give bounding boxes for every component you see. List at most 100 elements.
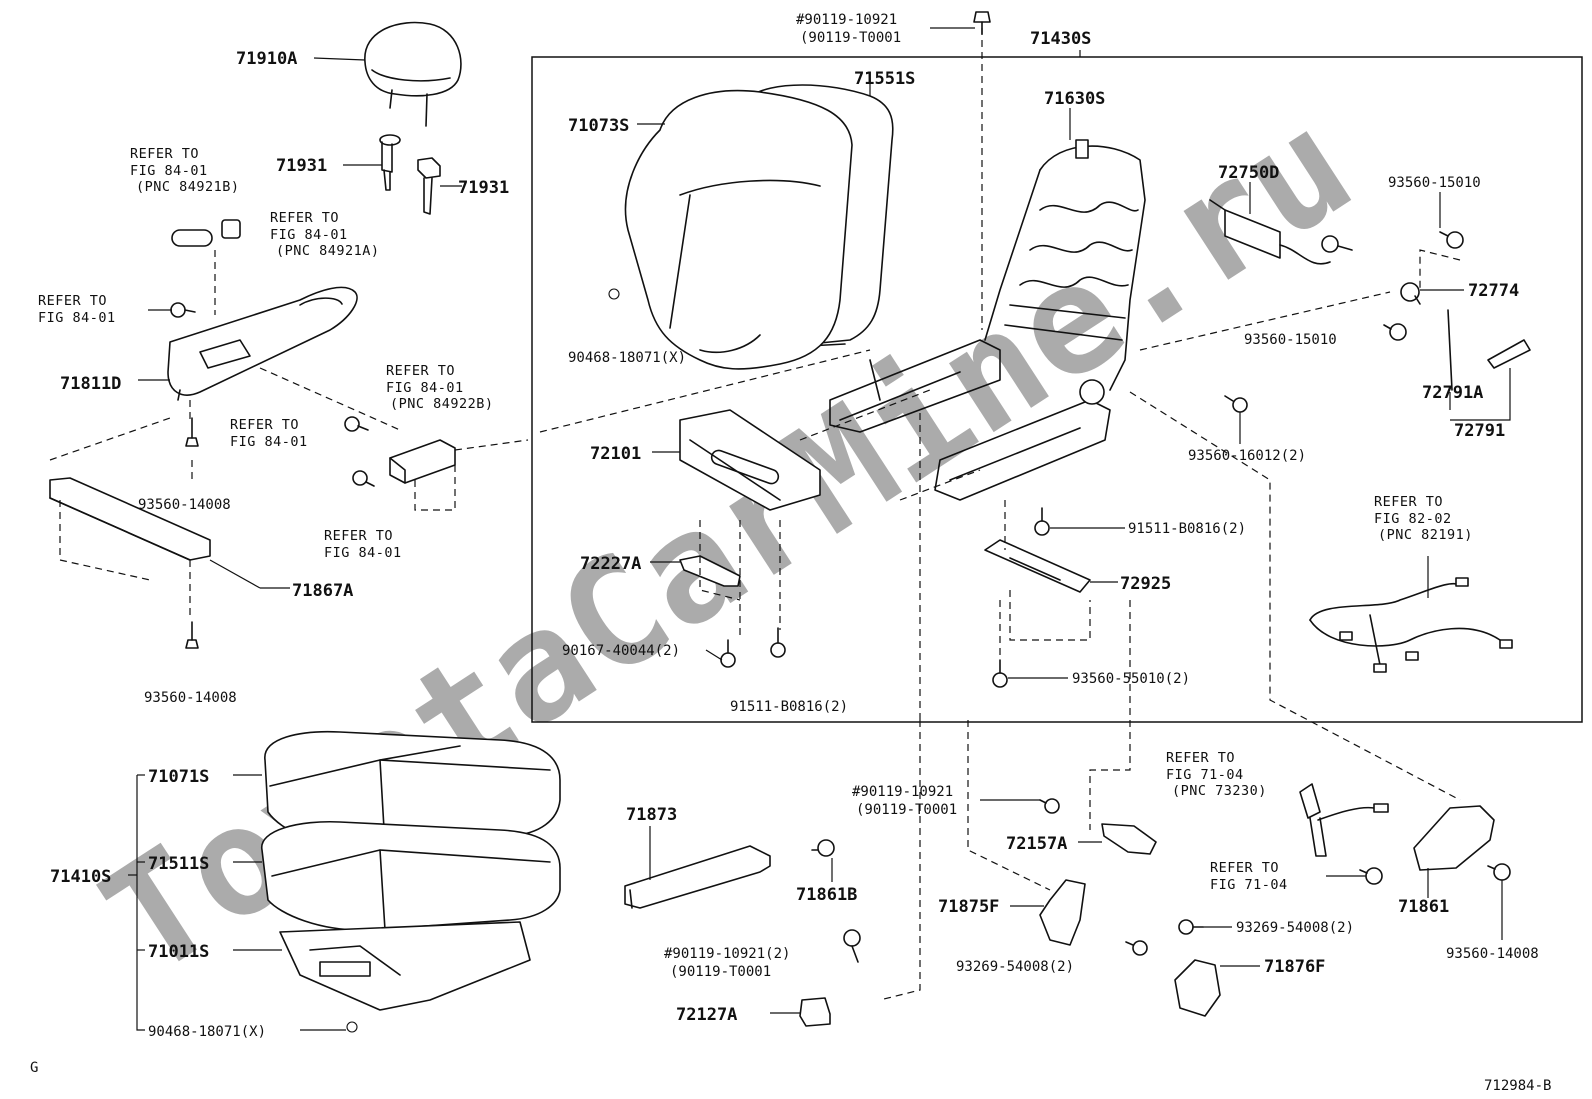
refer-84922B-line1: REFER TO xyxy=(386,363,455,379)
bolt-90119-bot xyxy=(843,929,861,963)
label-71551S: 71551S xyxy=(854,69,915,89)
refer-84-01-c-line1: REFER TO xyxy=(324,528,393,544)
screw-93269-a xyxy=(1125,940,1148,956)
refer-84-01-b-line1: REFER TO xyxy=(230,417,299,433)
side-shield-71811D xyxy=(167,286,358,401)
cover-71873 xyxy=(624,845,771,909)
label-72157A: 72157A xyxy=(1006,834,1067,854)
bolt-91511-B0816-a xyxy=(1034,507,1050,536)
screw-84-01-c xyxy=(352,470,375,487)
knob-84921B xyxy=(171,229,213,247)
label-72791A: 72791A xyxy=(1422,383,1483,403)
label-90167-40044: 90167-40044(2) xyxy=(562,643,680,659)
corner-letter: G xyxy=(30,1060,38,1076)
seatbelt-buckle-73230 xyxy=(1299,783,1389,857)
refer-84-01-a-line2: FIG 84-01 xyxy=(38,310,116,326)
cover-71875F xyxy=(1039,879,1086,946)
headrest-71910A xyxy=(364,21,462,127)
figure-code: 712984-B xyxy=(1484,1078,1551,1094)
refer-84921A-line3: (PNC 84921A) xyxy=(276,243,380,259)
assembly-box-71430S xyxy=(531,56,1583,723)
refer-82191-line1: REFER TO xyxy=(1374,494,1443,510)
refer-84-01-b-line2: FIG 84-01 xyxy=(230,434,308,450)
seat-back-frame-71630S xyxy=(984,139,1146,391)
clip-72774 xyxy=(1400,282,1421,305)
clip-90468-b xyxy=(346,1021,358,1033)
label-71011S: 71011S xyxy=(148,942,209,962)
bolt-93560-16012 xyxy=(1224,395,1248,413)
bolt-90119-mid xyxy=(1039,798,1060,814)
screw-84-01-b xyxy=(344,416,369,432)
label-71910A: 71910A xyxy=(236,49,297,69)
lumbar-support-72750D xyxy=(1209,199,1353,265)
pin-71861B xyxy=(811,839,835,857)
refer-84921B-line2: FIG 84-01 xyxy=(130,163,208,179)
label-72227A: 72227A xyxy=(580,554,641,574)
seat-cushion-frame-71011S xyxy=(279,921,531,1011)
label-72127A: 72127A xyxy=(676,1005,737,1025)
refer-71-04-line1: REFER TO xyxy=(1210,860,1279,876)
headrest-support-71931-right xyxy=(417,157,441,215)
bolt-93560-55010 xyxy=(992,659,1008,688)
label-71430S: 71430S xyxy=(1030,29,1091,49)
label-93560-16012: 93560-16012(2) xyxy=(1188,448,1306,464)
label-71861: 71861 xyxy=(1398,897,1449,917)
label-71511S: 71511S xyxy=(148,854,209,874)
bolt-90167-40044 xyxy=(720,639,736,668)
seat-cushion-pad-71511S xyxy=(261,820,561,931)
label-90119-bot-line2: (90119-T0001 xyxy=(670,964,771,980)
label-72791: 72791 xyxy=(1454,421,1505,441)
label-93269-54008-a: 93269-54008(2) xyxy=(956,959,1074,975)
label-91511-B0816-a: 91511-B0816(2) xyxy=(1128,521,1246,537)
refer-84922B-line3: (PNC 84922B) xyxy=(390,396,494,412)
label-71873: 71873 xyxy=(626,805,677,825)
label-71876F: 71876F xyxy=(1264,957,1325,977)
label-71811D: 71811D xyxy=(60,374,121,394)
bolt-93560-14008-a xyxy=(185,417,199,447)
bolt-93560-14008-b xyxy=(185,621,199,649)
label-72774: 72774 xyxy=(1468,281,1519,301)
label-72750D: 72750D xyxy=(1218,163,1279,183)
clip-90468-a xyxy=(608,288,620,300)
label-90119-top-line2: (90119-T0001 xyxy=(800,30,901,46)
knob-84921A xyxy=(221,219,241,239)
label-93269-54008-b: 93269-54008(2) xyxy=(1236,920,1354,936)
cap-72127A xyxy=(799,997,831,1027)
refer-73230-line2: FIG 71-04 xyxy=(1166,767,1244,783)
label-93560-15010-a: 93560-15010 xyxy=(1388,175,1481,191)
label-93560-14008-c: 93560-14008 xyxy=(1446,946,1539,962)
bolt-93560-15010-a xyxy=(1439,231,1464,249)
refer-84921B-line1: REFER TO xyxy=(130,146,199,162)
label-93560-55010: 93560-55010(2) xyxy=(1072,671,1190,687)
bolt-90119-top xyxy=(973,11,991,35)
refer-73230-line1: REFER TO xyxy=(1166,750,1235,766)
refer-82191-line2: FIG 82-02 xyxy=(1374,511,1452,527)
label-91511-B0816-b: 91511-B0816(2) xyxy=(730,699,848,715)
refer-82191-line3: (PNC 82191) xyxy=(1378,527,1473,543)
refer-84922B-line2: FIG 84-01 xyxy=(386,380,464,396)
bracket-72925 xyxy=(984,539,1091,593)
label-71073S: 71073S xyxy=(568,116,629,136)
wire-harness-82191 xyxy=(1309,577,1513,673)
bolt-91511-B0816-b xyxy=(770,627,786,658)
refer-84921A-line2: FIG 84-01 xyxy=(270,227,348,243)
cover-71876F xyxy=(1174,959,1221,1017)
cover-71861 xyxy=(1413,805,1495,871)
label-71931-right: 71931 xyxy=(458,178,509,198)
refer-84-01-c-line2: FIG 84-01 xyxy=(324,545,402,561)
screw-93269-b xyxy=(1178,919,1204,935)
label-72925: 72925 xyxy=(1120,574,1171,594)
lever-72791A xyxy=(1447,309,1531,391)
label-71410S: 71410S xyxy=(50,867,111,887)
refer-71-04-line2: FIG 71-04 xyxy=(1210,877,1288,893)
bolt-93560-15010-b xyxy=(1383,323,1407,341)
seat-cushion-cover-71071S xyxy=(264,730,561,849)
label-90468-18071-a: 90468-18071(X) xyxy=(568,350,686,366)
label-93560-14008-a: 93560-14008 xyxy=(138,497,231,513)
label-71931-left: 71931 xyxy=(276,156,327,176)
label-90119-mid-line2: (90119-T0001 xyxy=(856,802,957,818)
label-71875F: 71875F xyxy=(938,897,999,917)
label-71630S: 71630S xyxy=(1044,89,1105,109)
label-72101: 72101 xyxy=(590,444,641,464)
